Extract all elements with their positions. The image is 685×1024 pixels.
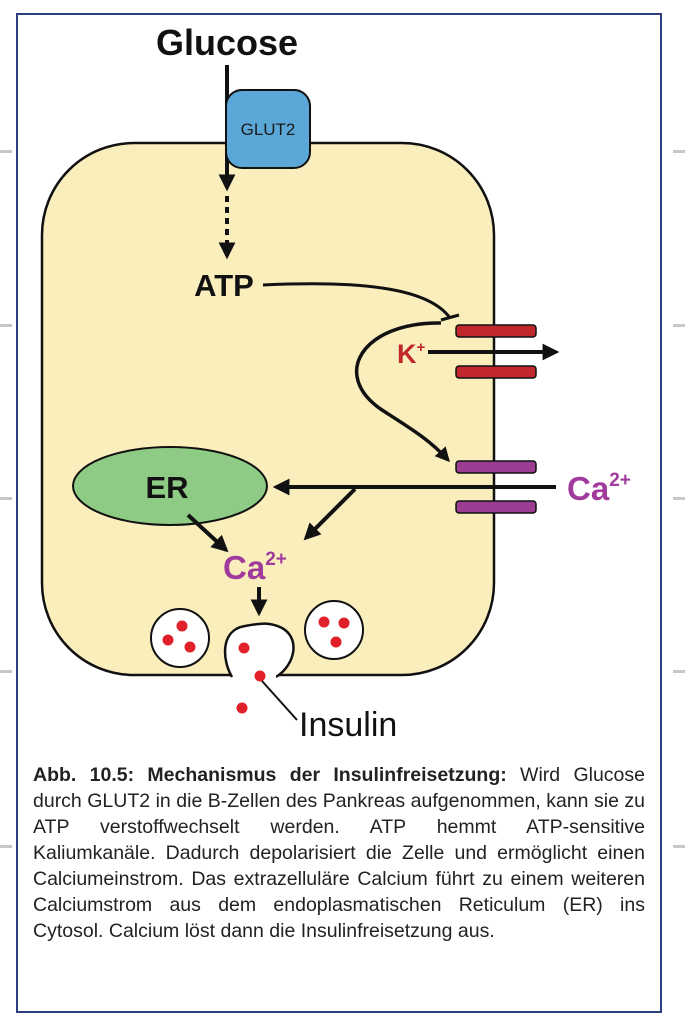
page-divider-left	[0, 150, 12, 153]
insulin-label: Insulin	[299, 706, 397, 744]
atp-inhibition-line	[262, 282, 452, 319]
caption-title: Abb. 10.5: Mechanismus der Insulinfreise…	[33, 764, 507, 786]
page-divider-left	[0, 670, 12, 673]
ca-channel-top	[455, 460, 537, 474]
beta-cell	[40, 141, 496, 677]
ca-branch-arrow	[303, 487, 357, 541]
insulin-leader-line	[261, 680, 298, 721]
glut2-label: GLUT2	[241, 120, 296, 139]
k-ion-label: K+	[397, 339, 426, 369]
exocytosis-vesicle	[223, 622, 295, 679]
insulin-granule	[150, 608, 210, 668]
inhibition-bar	[440, 313, 460, 322]
calcium-extracellular-label: Ca2+	[567, 470, 631, 507]
page-divider-right	[673, 324, 685, 327]
caption-text: Wird Glucose durch GLUT2 in die B-Zellen…	[33, 764, 645, 942]
insulin-dot	[338, 617, 350, 629]
figure-caption: Abb. 10.5: Mechanismus der Insulinfreise…	[33, 762, 645, 944]
page-divider-left	[0, 324, 12, 327]
insulin-dot	[236, 702, 248, 714]
insulin-dot	[176, 620, 188, 632]
insulin-dot	[330, 636, 342, 648]
insulin-release-diagram: Glucose GLUT2 ATP K+ ER Ca2+ Ca2+ Insuli…	[40, 22, 631, 744]
er-label: ER	[145, 470, 188, 505]
page-divider-left	[0, 497, 12, 500]
page-divider-right	[673, 845, 685, 848]
k-channel-bottom	[455, 365, 537, 379]
glucose-label: Glucose	[156, 22, 298, 63]
page-divider-right	[673, 670, 685, 673]
ca-channel-bottom	[455, 500, 537, 514]
depolarisation-arrow	[354, 321, 450, 463]
insulin-dot	[318, 616, 330, 628]
calcium-cytosol-label: Ca2+	[223, 549, 287, 586]
insulin-dot	[162, 634, 174, 646]
page-divider-right	[673, 150, 685, 153]
atp-label: ATP	[194, 268, 254, 303]
endoplasmic-reticulum	[72, 446, 268, 526]
page-divider-right	[673, 497, 685, 500]
k-channel-top	[455, 324, 537, 338]
glut2-transporter	[225, 89, 311, 169]
insulin-granule	[304, 600, 364, 660]
insulin-dot	[254, 670, 266, 682]
er-release-arrow	[186, 513, 229, 553]
page-divider-left	[0, 845, 12, 848]
insulin-dot	[184, 641, 196, 653]
insulin-dot	[238, 642, 250, 654]
